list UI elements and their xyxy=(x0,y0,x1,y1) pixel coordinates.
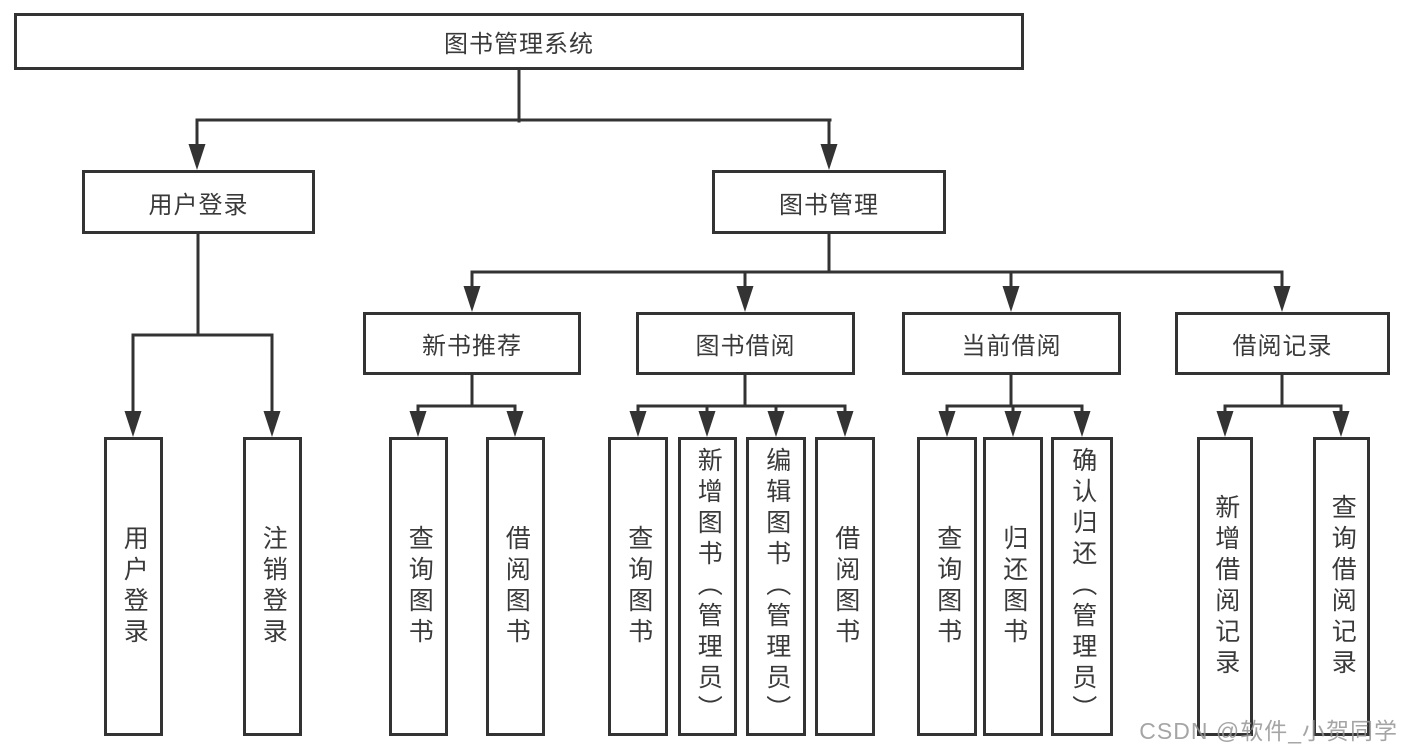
node-add-borrow-record: 新增借阅记录 xyxy=(1197,437,1253,736)
node-add-books-admin: 新增图书（管理员） xyxy=(678,437,737,736)
node-label: 借阅图书 xyxy=(831,524,860,649)
node-query-books-recommend: 查询图书 xyxy=(389,437,448,736)
node-library-management-system: 图书管理系统 xyxy=(14,13,1024,70)
node-label: 查询图书 xyxy=(405,524,434,649)
node-confirm-return-admin: 确认归还（管理员） xyxy=(1051,437,1113,736)
node-book-borrowing: 图书借阅 xyxy=(636,312,855,375)
node-book-management: 图书管理 xyxy=(712,170,946,234)
node-user-login: 用户登录 xyxy=(82,170,315,234)
node-label: 用户登录 xyxy=(148,191,249,219)
node-label: 查询图书 xyxy=(624,524,653,649)
node-label: 编辑图书（管理员） xyxy=(762,447,791,726)
node-label: 当前借阅 xyxy=(961,333,1062,360)
node-query-books-current: 查询图书 xyxy=(917,437,977,736)
node-label: 确认归还（管理员） xyxy=(1068,447,1097,726)
node-label: 查询借阅记录 xyxy=(1328,493,1357,680)
node-label: 新书推荐 xyxy=(422,333,522,360)
node-label: 借阅记录 xyxy=(1232,333,1333,360)
node-borrowing-records: 借阅记录 xyxy=(1175,312,1390,375)
node-label: 新增借阅记录 xyxy=(1211,493,1240,680)
node-user-login-leaf: 用户登录 xyxy=(104,437,163,736)
node-label: 用户登录 xyxy=(120,524,149,649)
node-logout: 注销登录 xyxy=(243,437,302,736)
node-query-books-borrow: 查询图书 xyxy=(608,437,668,736)
node-current-borrowing: 当前借阅 xyxy=(902,312,1121,375)
node-label: 图书管理系统 xyxy=(444,31,594,58)
node-label: 图书借阅 xyxy=(695,333,796,360)
node-borrow-books-leaf: 借阅图书 xyxy=(815,437,875,736)
node-label: 注销登录 xyxy=(259,524,288,649)
node-edit-books-admin: 编辑图书（管理员） xyxy=(746,437,806,736)
node-borrow-books-recommend: 借阅图书 xyxy=(486,437,545,736)
node-query-borrow-record: 查询借阅记录 xyxy=(1313,437,1370,736)
node-label: 新增图书（管理员） xyxy=(694,447,723,726)
node-label: 查询图书 xyxy=(933,524,962,649)
node-label: 归还图书 xyxy=(999,524,1028,649)
node-label: 借阅图书 xyxy=(502,524,531,649)
node-new-book-recommendation: 新书推荐 xyxy=(363,312,581,375)
watermark: CSDN @软件_小贺同学 xyxy=(1139,718,1398,744)
node-return-books: 归还图书 xyxy=(983,437,1043,736)
node-label: 图书管理 xyxy=(779,191,879,219)
